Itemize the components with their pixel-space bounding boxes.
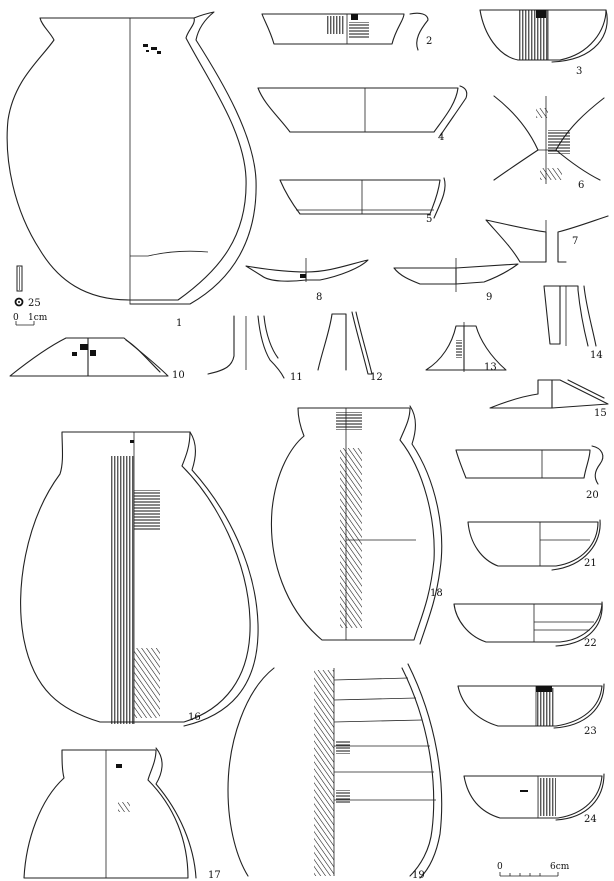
figure-label-3: 3 <box>576 66 582 77</box>
vessel-2 <box>261 12 429 51</box>
figure-label-18: 18 <box>430 588 443 599</box>
figure-label-20: 20 <box>586 490 599 501</box>
vessel-16 <box>20 431 259 727</box>
scale-small-zero: 0 <box>13 313 19 323</box>
figure-label-7: 7 <box>572 236 578 247</box>
figure-label-10: 10 <box>172 370 185 381</box>
vessel-7 <box>485 215 609 263</box>
figure-label-14: 14 <box>590 350 603 361</box>
vessel-15 <box>489 379 609 409</box>
figure-label-11: 11 <box>290 372 303 383</box>
scale-large-zero: 0 <box>497 862 503 872</box>
vessel-8 <box>245 258 369 282</box>
vessel-19 <box>227 663 443 879</box>
vessel-11 <box>207 315 285 379</box>
figure-label-9: 9 <box>486 292 492 303</box>
vessel-1 <box>6 11 257 305</box>
bead-25 <box>14 265 24 307</box>
figure-label-25: 25 <box>28 298 41 309</box>
scale-small-unit: 1cm <box>28 313 48 323</box>
vessel-6 <box>493 95 605 184</box>
figure-label-21: 21 <box>584 558 597 569</box>
figure-label-24: 24 <box>584 814 597 825</box>
vessel-22 <box>453 601 603 647</box>
figure-label-17: 17 <box>208 870 221 881</box>
scale-large-unit: 6cm <box>550 862 570 872</box>
vessel-21 <box>467 519 601 571</box>
figure-label-1: 1 <box>176 318 182 329</box>
figure-label-5: 5 <box>426 214 432 225</box>
figure-label-2: 2 <box>426 36 432 47</box>
vessel-14 <box>543 285 597 347</box>
figure-label-16: 16 <box>188 712 201 723</box>
vessel-20 <box>455 445 604 485</box>
vessel-24 <box>463 773 605 821</box>
vessel-4 <box>257 85 468 137</box>
scale-bar-large <box>499 872 559 877</box>
vessel-9 <box>393 258 519 292</box>
vessel-10 <box>9 337 169 377</box>
figure-label-19: 19 <box>412 870 425 881</box>
figure-label-22: 22 <box>584 638 597 649</box>
figure-label-15: 15 <box>594 408 607 419</box>
vessel-18 <box>270 405 443 645</box>
figure-label-8: 8 <box>316 292 322 303</box>
vessel-17 <box>23 747 197 879</box>
vessel-12 <box>317 311 373 375</box>
figure-label-23: 23 <box>584 726 597 737</box>
vessel-3 <box>479 9 608 63</box>
figure-label-13: 13 <box>484 362 497 373</box>
figure-label-4: 4 <box>438 132 444 143</box>
vessel-13 <box>425 322 507 372</box>
scale-bar-small <box>15 321 35 326</box>
figure-label-6: 6 <box>578 180 584 191</box>
vessel-23 <box>457 683 605 729</box>
vessel-5 <box>279 177 446 219</box>
figure-label-12: 12 <box>370 372 383 383</box>
